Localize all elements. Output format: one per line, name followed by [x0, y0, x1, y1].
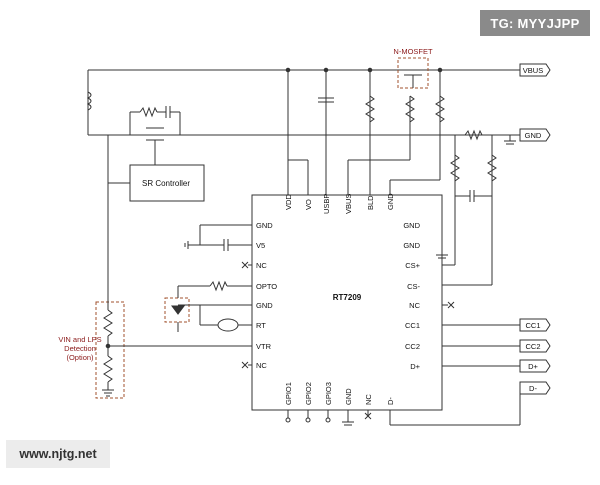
vbus-port-label: VBUS: [523, 66, 543, 75]
pin-vdd: VDD: [284, 194, 293, 210]
pin-gnd-right-2: GND: [403, 241, 420, 250]
pin-dminus: D-: [386, 397, 395, 405]
optocoupler-box: [164, 297, 190, 323]
pin-dplus: D+: [410, 362, 420, 371]
gpio1-terminal-icon: [285, 417, 291, 423]
cc2-port-label: CC2: [525, 342, 540, 351]
pin-cc2: CC2: [405, 342, 420, 351]
snubber-resistor-icon: [139, 106, 158, 118]
n-mosfet-label: N-MOSFET: [393, 47, 433, 56]
chip-name: RT7209: [333, 293, 362, 302]
opto-resistor-icon: [209, 280, 228, 292]
vbus-port: [519, 63, 551, 77]
pin-vbus: VBUS: [344, 194, 353, 214]
vin-lps-label-line2: Detection: [64, 344, 96, 353]
sense-resistor-icon: [464, 129, 483, 141]
pin-gpio1: GPIO1: [284, 382, 293, 405]
pin-vtr: VTR: [256, 342, 272, 351]
vin-lps-detection-box: [95, 301, 125, 399]
rt7209-chip-body: [251, 194, 443, 411]
pin-opto: OPTO: [256, 282, 277, 291]
thermistor-icon: [217, 318, 239, 332]
gpio2-terminal-icon: [305, 417, 311, 423]
gnd-port-label: GND: [525, 131, 542, 140]
pin-gnd-bottom: GND: [344, 388, 353, 405]
dminus-port-label: D-: [529, 384, 537, 393]
pin-gpio2: GPIO2: [304, 382, 313, 405]
vin-lps-label-line3: (Option): [66, 353, 94, 362]
pin-nc-left-2: NC: [256, 361, 267, 370]
pin-gnd-left-2: GND: [256, 301, 273, 310]
pin-cc1: CC1: [405, 321, 420, 330]
pin-gpio3: GPIO3: [324, 382, 333, 405]
gpio3-terminal-icon: [325, 417, 331, 423]
gnd-port: [519, 128, 551, 142]
pin-cs-plus: CS+: [405, 261, 420, 270]
pin-v5: V5: [256, 241, 265, 250]
dplus-port-label: D+: [528, 362, 538, 371]
pin-gnd-top: GND: [386, 193, 395, 210]
cc1-port: [519, 318, 551, 332]
pin-gnd-left-1: GND: [256, 221, 273, 230]
dplus-port: [519, 359, 551, 373]
opto-led-icon: [171, 305, 185, 315]
cc2-port: [519, 339, 551, 353]
pin-nc-bottom: NC: [364, 394, 373, 405]
sr-controller-label: SR Controller: [142, 179, 190, 188]
transformer-icon: [86, 91, 92, 111]
watermark-bottom-left: www.njtg.net: [6, 440, 110, 468]
pin-gnd-right-1: GND: [403, 221, 420, 230]
pin-usbp: USBP: [322, 194, 331, 214]
gate-resistor-icon: [435, 95, 445, 123]
bleeder-resistor-icon: [365, 95, 375, 123]
vin-lps-label-line1: VIN and LPS: [58, 335, 101, 344]
pin-rt: RT: [256, 321, 266, 330]
dminus-port: [519, 381, 551, 395]
vin-divider-resistor-bottom-icon: [103, 355, 113, 383]
pin-nc-right: NC: [409, 301, 420, 310]
cc1-port-label: CC1: [525, 321, 540, 330]
watermark-top-right: TG: MYYJJPP: [480, 10, 590, 36]
vin-divider-resistor-top-icon: [103, 309, 113, 337]
pin-nc-left-1: NC: [256, 261, 267, 270]
pin-bld: BLD: [366, 195, 375, 210]
pin-cs-minus: CS-: [407, 282, 420, 291]
pin-vo: VO: [304, 199, 313, 210]
